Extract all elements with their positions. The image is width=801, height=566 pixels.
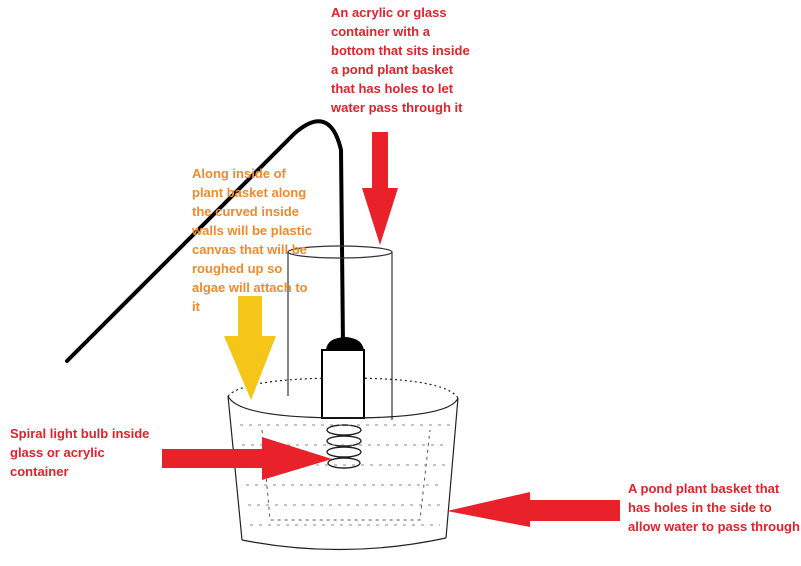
socket-cap: [326, 337, 364, 350]
basket-arrow: [447, 492, 620, 527]
bulb-socket: [321, 337, 365, 419]
basket-inner-wall: [261, 429, 431, 521]
bulb-arrow: [162, 437, 332, 480]
spiral-coil: [326, 446, 362, 458]
canvas-arrow: [224, 296, 276, 400]
container-arrow: [362, 132, 398, 245]
basket-front-rim: [227, 395, 459, 419]
basket-right-side: [445, 397, 459, 539]
acrylic-container: [287, 245, 393, 420]
container-label: An acrylic or glass container with a bot…: [331, 5, 470, 115]
basket-rim-back: [227, 377, 459, 399]
spiral-coil: [326, 435, 362, 447]
socket-body: [321, 349, 365, 419]
bulb-label: Spiral light bulb inside glass or acryli…: [10, 426, 150, 479]
canvas-label: Along inside of plant basket along the c…: [192, 166, 312, 314]
basket-bottom: [241, 537, 447, 551]
spiral-coil: [327, 457, 361, 469]
spiral-coil: [326, 424, 362, 436]
spiral-bulb: [326, 424, 362, 469]
power-cord: [65, 119, 345, 363]
basket-label: A pond plant basket that has holes in th…: [628, 481, 800, 534]
basket-holes: [240, 424, 450, 526]
